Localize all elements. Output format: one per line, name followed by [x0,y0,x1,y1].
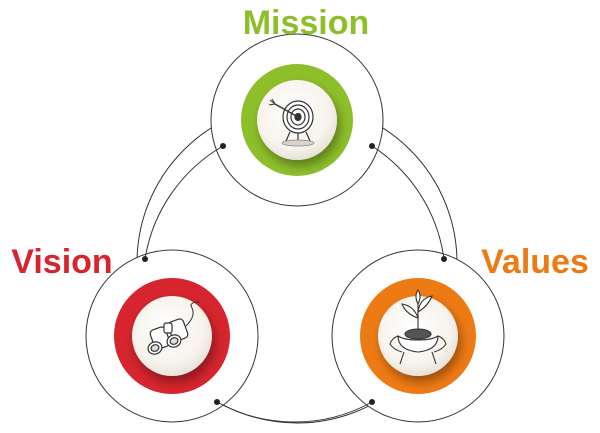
target-arrow-icon [268,98,315,147]
mission-label: Mission [243,4,370,42]
values-label: Values [481,243,589,281]
connector-arc-mission-right [371,145,445,260]
mission-node [241,64,353,176]
junction-dot [214,399,220,405]
junction-dot [369,143,375,149]
binoculars-icon [147,301,201,355]
connector-arc-mission-left [144,145,224,260]
junction-dot [220,143,226,149]
hands-seedling-icon [389,289,447,365]
vision-label: Vision [11,243,112,281]
junction-dot [441,256,447,262]
connector-arc-bottom [216,401,373,423]
junction-dot [142,256,148,262]
values-node [360,278,476,394]
vision-node [114,278,230,394]
junction-dot [369,399,375,405]
